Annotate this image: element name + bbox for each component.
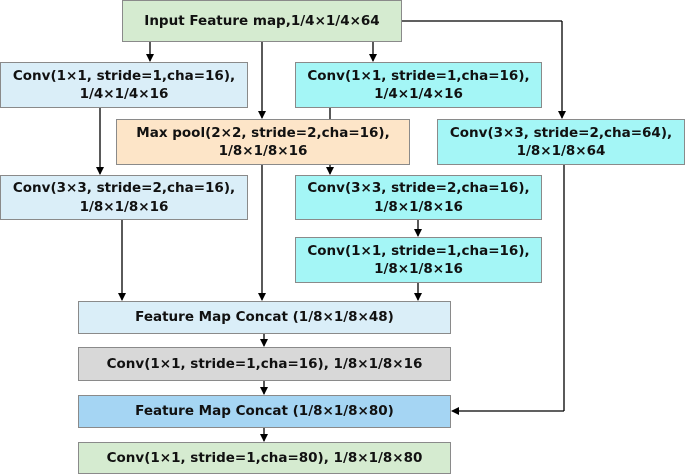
node-label: Feature Map Concat (1/8×1/8×48) (135, 309, 394, 326)
node-conv-right: Conv(3×3, stride=2,cha=64), 1/8×1/8×64 (437, 119, 685, 165)
node-label: Conv(1×1, stride=1,cha=80), 1/8×1/8×80 (106, 449, 423, 466)
node-conv-mid-1: Conv(1×1, stride=1,cha=16), 1/4×1/4×16 (295, 62, 542, 108)
node-label-line2: 1/8×1/8×64 (516, 143, 606, 159)
node-conv-out: Conv(1×1, stride=1,cha=80), 1/8×1/8×80 (78, 442, 451, 474)
node-label-line1: Conv(3×3, stride=2,cha=16), (307, 180, 530, 197)
node-label: Input Feature map,1/4×1/4×64 (144, 12, 380, 29)
node-label-line1: Conv(1×1, stride=1,cha=16), (307, 242, 530, 259)
node-concat-2: Feature Map Concat (1/8×1/8×80) (78, 395, 451, 428)
node-label-line2: 1/4×1/4×16 (79, 86, 169, 102)
node-label-line2: 1/8×1/8×16 (218, 143, 308, 159)
node-conv-mid-3: Conv(1×1, stride=1,cha=16), 1/8×1/8×16 (295, 237, 542, 283)
node-label-line1: Conv(3×3, stride=2,cha=16), (12, 180, 236, 197)
node-label: Feature Map Concat (1/8×1/8×80) (135, 403, 394, 420)
node-input-feature-map: Input Feature map,1/4×1/4×64 (122, 0, 402, 42)
node-conv-left-1: Conv(1×1, stride=1,cha=16), 1/4×1/4×16 (0, 62, 248, 108)
node-label-line1: Max pool(2×2, stride=2,cha=16), (136, 124, 390, 141)
node-maxpool: Max pool(2×2, stride=2,cha=16), 1/8×1/8×… (116, 119, 410, 165)
node-label-line1: Conv(1×1, stride=1,cha=16), (307, 67, 530, 84)
node-label-line2: 1/8×1/8×16 (79, 198, 169, 215)
node-label-line2: 1/8×1/8×16 (374, 198, 463, 215)
node-label-line2: 1/8×1/8×16 (374, 261, 463, 277)
node-label: Conv(1×1, stride=1,cha=16), 1/8×1/8×16 (106, 355, 423, 372)
node-concat-1: Feature Map Concat (1/8×1/8×48) (78, 301, 451, 334)
node-label-line1: Conv(3×3, stride=2,cha=64), (449, 124, 673, 141)
node-conv-left-2: Conv(3×3, stride=2,cha=16), 1/8×1/8×16 (0, 175, 248, 220)
node-conv-mid-2: Conv(3×3, stride=2,cha=16), 1/8×1/8×16 (295, 175, 542, 220)
node-label-line2: 1/4×1/4×16 (374, 86, 463, 102)
node-conv-gray: Conv(1×1, stride=1,cha=16), 1/8×1/8×16 (78, 347, 451, 381)
node-label-line1: Conv(1×1, stride=1,cha=16), (12, 67, 236, 84)
